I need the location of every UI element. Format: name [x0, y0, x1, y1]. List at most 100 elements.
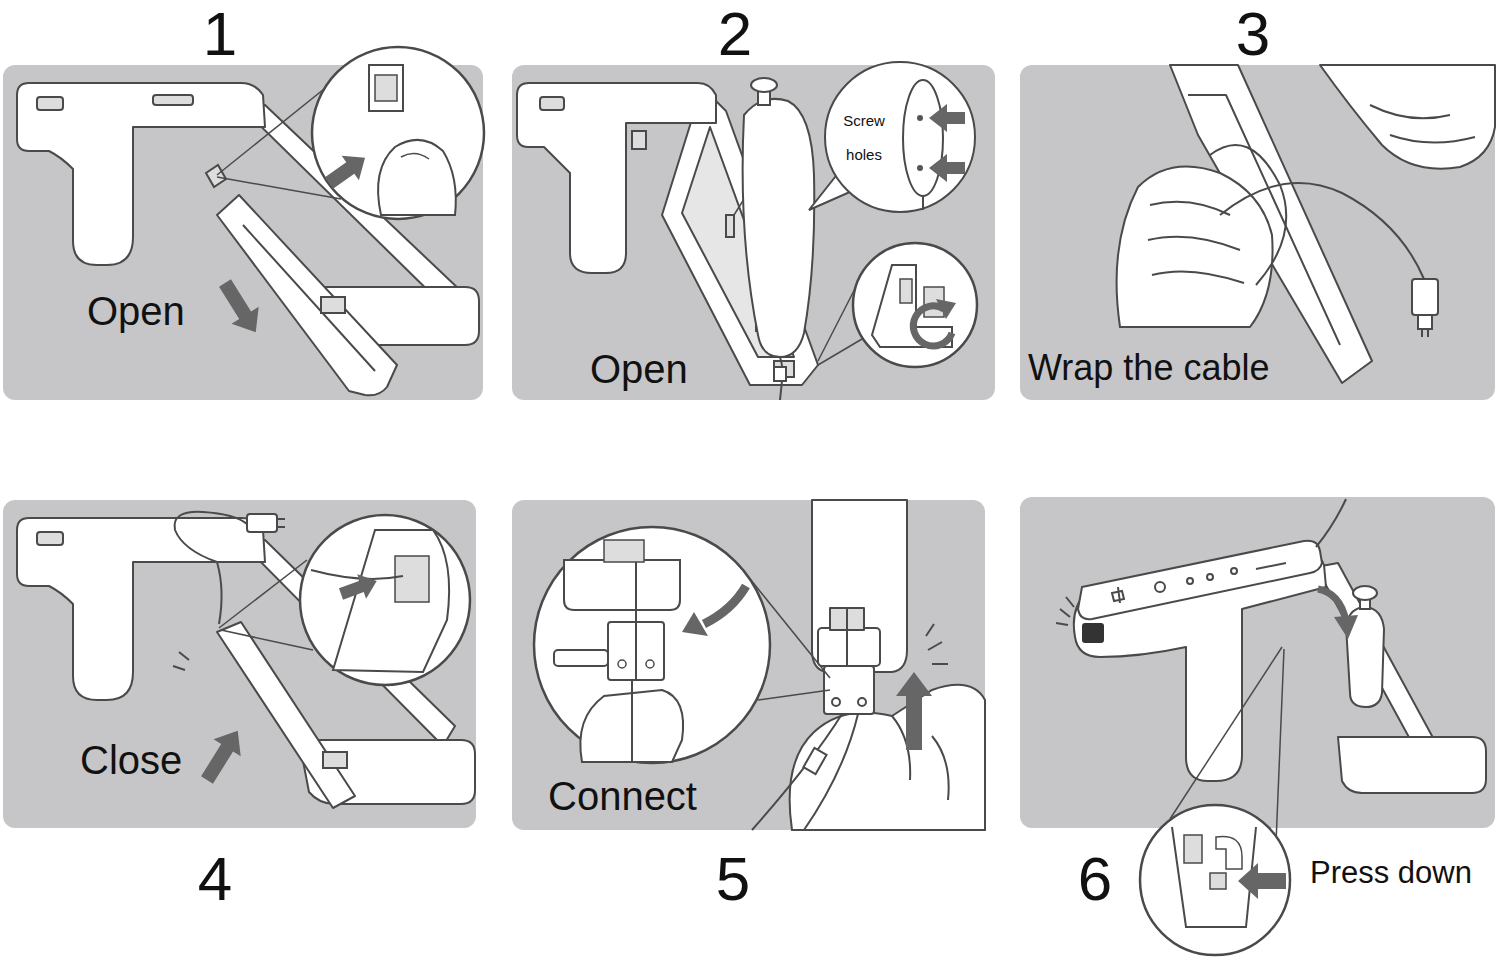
magnifier-part	[219, 560, 307, 628]
cable-plug-part	[1412, 279, 1438, 315]
magnifier-part	[375, 75, 397, 101]
cable	[175, 512, 247, 624]
zapper-details-part	[632, 131, 646, 149]
cable-part	[175, 512, 247, 624]
nunchuk	[1346, 586, 1384, 707]
magnifier-part	[635, 562, 637, 680]
bubble-outline	[825, 62, 975, 212]
step-caption: Connect	[548, 776, 697, 816]
zapper-frame-part	[517, 83, 716, 273]
zapper-details-part	[153, 95, 193, 105]
cable-plug	[247, 514, 285, 532]
wii-remote-part	[1187, 578, 1193, 584]
magnifier-part	[217, 177, 341, 199]
magnifier	[1140, 647, 1290, 955]
click-marks-part	[173, 666, 185, 670]
step-number: 5	[716, 848, 750, 910]
magnifier-part	[320, 145, 373, 195]
press-arrow	[1318, 589, 1346, 621]
click-marks-part	[1066, 597, 1074, 607]
zapper-frame	[17, 518, 475, 808]
wii-remote-part	[1207, 574, 1213, 580]
magnifier-part	[1170, 647, 1282, 819]
press-arrow-head	[1334, 615, 1358, 639]
zapper-frame-part	[1338, 737, 1486, 793]
zapper-details-part	[540, 97, 564, 110]
nunchuk-part	[751, 78, 777, 92]
magnifier-part	[853, 243, 977, 367]
nunchuk-part	[774, 367, 786, 381]
hands-and-zapper-part	[1117, 167, 1273, 327]
wrist-strap	[1316, 499, 1346, 547]
zapper-frame	[517, 83, 818, 385]
magnifier-part	[936, 299, 956, 319]
magnifier-part	[311, 570, 403, 579]
nunchuk-back-part	[917, 115, 923, 121]
zapper-details-part	[726, 215, 734, 237]
wii-remote	[1078, 541, 1322, 620]
nunchuk-back-part	[922, 196, 924, 210]
nunchuk-part	[743, 99, 815, 357]
wii-remote-part	[1155, 582, 1165, 592]
magnifier-part	[564, 560, 680, 610]
wii-remote-part	[1078, 541, 1322, 620]
magnifier-part	[1140, 805, 1290, 955]
step-caption: Open	[87, 291, 185, 331]
cable-part	[1220, 183, 1424, 279]
wii-remote-part	[1112, 587, 1124, 603]
callout-text: Press down	[1310, 857, 1472, 888]
magnifier-part	[337, 569, 382, 606]
zapper-rear-part	[812, 500, 907, 672]
zapper-details-part	[323, 752, 347, 768]
hands-and-zapper-part	[1320, 65, 1495, 169]
step-caption: Close	[80, 740, 182, 780]
push-arrow	[896, 672, 932, 750]
click-marks-part	[932, 663, 948, 665]
step-caption: Wrap the cable	[1028, 350, 1269, 386]
click-marks	[1056, 597, 1074, 625]
nunchuk	[743, 78, 815, 400]
magnifier-part	[758, 690, 830, 700]
magnifier-part	[604, 540, 644, 562]
magnifier-part	[395, 556, 429, 602]
click-marks-part	[1060, 609, 1070, 617]
nunchuk-back	[903, 80, 965, 210]
connector-block-part	[858, 698, 866, 706]
click-marks-part	[179, 652, 189, 660]
magnifier-part	[378, 140, 456, 215]
step-number: 4	[198, 848, 232, 910]
step-panel: Screw holes2Open	[512, 65, 995, 400]
zapper-open-illustration	[3, 65, 483, 400]
cable-part	[1210, 145, 1286, 285]
zapper-details-part	[37, 532, 63, 545]
nunchuk-back-part	[903, 80, 943, 196]
zapper-frame-part	[17, 518, 265, 700]
magnifier-part	[646, 660, 654, 668]
magnifier	[818, 243, 977, 367]
ferrite-core	[803, 748, 826, 774]
magnifier-part	[300, 515, 470, 685]
magnifier-part	[554, 650, 608, 666]
callout-bubble: Screw holes	[815, 60, 980, 215]
click-marks-part	[928, 642, 942, 650]
nunchuk-back-part	[917, 165, 923, 171]
magnifier-part	[333, 530, 449, 672]
connector-block	[824, 666, 874, 714]
click-marks-part	[926, 624, 934, 636]
magnifier-part	[704, 586, 746, 624]
zapper-details	[37, 532, 347, 768]
step-number: 1	[203, 3, 237, 65]
magnifier-part	[631, 680, 633, 762]
magnifier-part	[1238, 863, 1286, 899]
cable-plug-part	[277, 518, 285, 520]
callout-bubble	[815, 60, 980, 215]
hands-and-zapper-part	[1370, 105, 1475, 143]
zapper-frame-part	[662, 87, 818, 385]
cables	[752, 714, 858, 830]
zapper-details-part	[37, 97, 63, 110]
step-panel: 6	[1020, 497, 1495, 828]
zapper-details-part	[321, 297, 345, 313]
connector-block-part	[832, 698, 840, 706]
close-arrow	[193, 722, 251, 788]
